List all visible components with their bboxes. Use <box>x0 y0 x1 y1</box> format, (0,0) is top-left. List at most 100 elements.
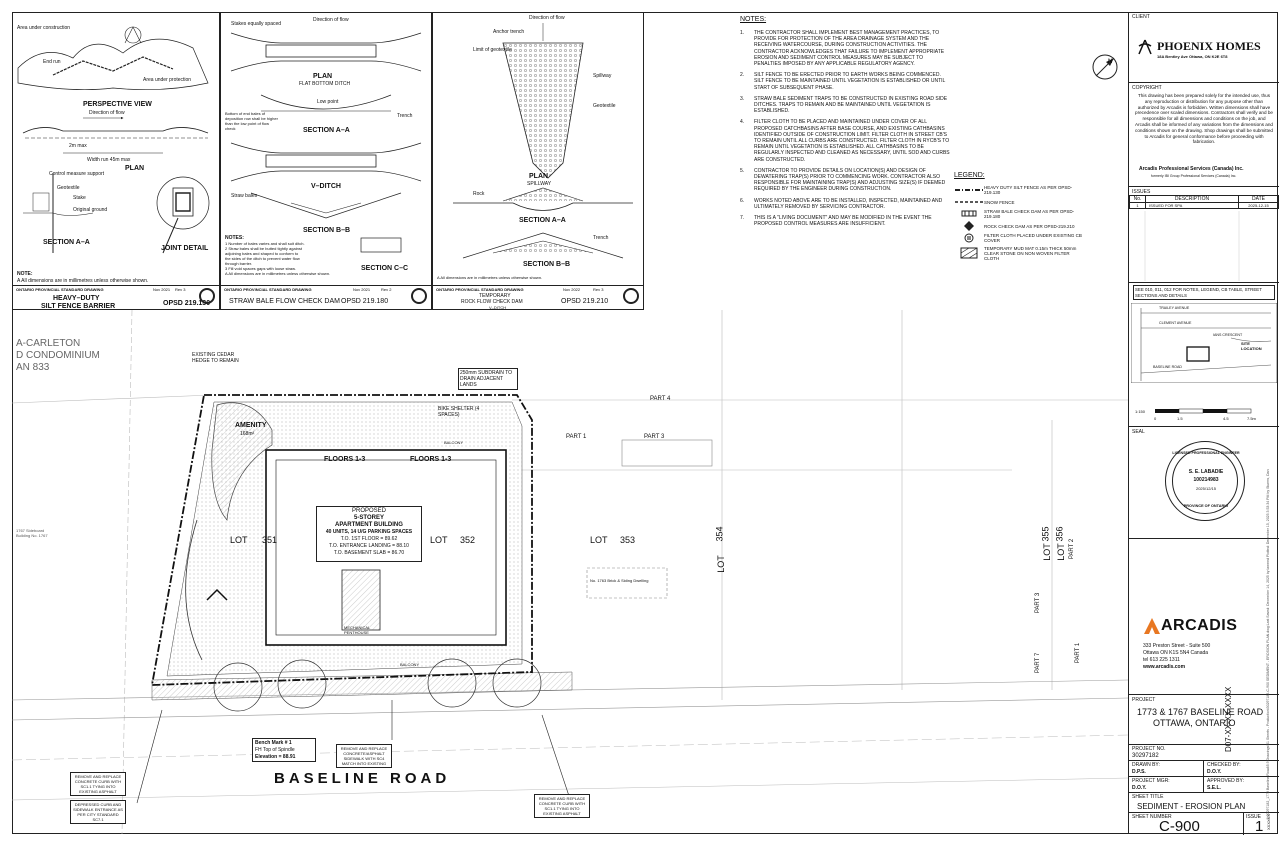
notes-title: NOTES: <box>740 16 767 23</box>
scale-ratio: 1:150 <box>1135 409 1146 414</box>
rock-code: OPSD 219.210 <box>561 298 609 305</box>
straw-note-2: 2 Straw bales shall be butted tightly ag… <box>225 246 302 251</box>
straw-note-7: A All dimensions are in millimetres unle… <box>225 271 331 276</box>
lot-number-356: 356 <box>1054 526 1065 542</box>
lot-label: LOT <box>1041 543 1052 561</box>
checked-by: D.O.Y. <box>1207 769 1222 775</box>
label-low-point: Low point <box>317 99 339 105</box>
rock-plan-title: PLAN <box>529 173 549 180</box>
arcadis-cell: ARCADIS 333 Preston Street - Suite 500 O… <box>1129 538 1279 694</box>
silt-fence-date: Nov 2021 <box>153 287 171 292</box>
detail-straw-bale: Stakes equally spaced Direction of flow … <box>220 12 432 310</box>
mud-mat-symbol-icon <box>954 247 984 259</box>
floors-right-label: FLOORS 1-3 <box>410 456 452 463</box>
legend-item: ROCK CHECK DAM AS PER OPSD-219.210 <box>954 220 1084 232</box>
label-bottom-end-bales: Bottom of end bales of deposition row sh… <box>225 111 278 131</box>
existing-hedge-label: EXISTING CEDAR HEDGE TO REMAIN <box>192 352 239 364</box>
issues-cell: ISSUES No. DESCRIPTION DATE 1 ISSUED FOR… <box>1129 186 1279 282</box>
straw-header: ONTARIO PROVINCIAL STANDARD DRAWING <box>224 287 312 292</box>
rock-header: ONTARIO PROVINCIAL STANDARD DRAWING <box>436 287 524 292</box>
scale-tick: 4.5 <box>1223 416 1229 421</box>
label-width-run: Width run 45m max <box>87 157 131 163</box>
part-label: PART 1 <box>566 434 587 440</box>
note-text: STRAW BALE SEDIMENT TRAPS TO BE CONSTRUC… <box>754 95 948 115</box>
amenity-title: AMENITY <box>235 422 267 429</box>
drawn-by-label: DRAWN BY: <box>1132 762 1160 768</box>
vertical-drawing-code: D07-XX-XX-XXXX <box>1224 686 1233 752</box>
label-stakes-spaced: Stakes equally spaced <box>231 21 282 27</box>
issues-label: ISSUES <box>1132 189 1151 195</box>
lot-number-352: 352 <box>460 535 476 545</box>
client-label: CLIENT <box>1132 14 1150 20</box>
adjacent-label-3: AN 833 <box>16 362 50 373</box>
note-text: FILTER CLOTH TO BE PLACED AND MAINTAINED… <box>754 119 950 163</box>
engineer-seal: LICENSED PROFESSIONAL ENGINEER S. E. LAB… <box>1165 441 1245 521</box>
legend-item: SNOW FENCE <box>954 196 1084 208</box>
road-name: BASELINE ROAD <box>274 770 451 787</box>
bike-shelter-label: BIKE SHELTER (4 SPACES) <box>438 406 480 418</box>
note-item: 7.THIS IS A "LIVING DOCUMENT" AND MAY BE… <box>740 215 950 227</box>
notes-section: NOTES: 1.THE CONTRACTOR SHALL IMPLEMENT … <box>740 16 950 232</box>
straw-notes: NOTES: 1 Number of bales varies and shal… <box>225 235 355 276</box>
key-plan-map <box>1131 303 1277 383</box>
note-text: THIS IS A "LIVING DOCUMENT" AND MAY BE M… <box>754 215 932 228</box>
part-label: PART 2 <box>1069 538 1076 560</box>
label-straw-bales: Straw bales <box>231 193 258 199</box>
legend-item: TEMPORARY MUD MAT 0.15m THICK 50mm CLEAR… <box>954 244 1084 262</box>
seal-line-5: PROVINCE OF ONTARIO <box>1183 504 1229 508</box>
callout-depressed-curb: DEPRESSED CURB AND SIDEWALK ENTRANCE AS … <box>70 800 126 824</box>
snow-fence-line-icon <box>954 199 984 205</box>
rock-rev: Rev 3 <box>593 287 604 292</box>
balcony-label-top: BALCONY <box>444 440 464 445</box>
lot-label: LOT <box>430 535 448 545</box>
sheet-title: SEDIMENT - EROSION PLAN <box>1137 802 1246 811</box>
opsd-logo-icon <box>623 288 639 304</box>
rock-date: Nov 2022 <box>563 287 581 292</box>
arcadis-logo-icon <box>1144 618 1160 634</box>
note-num: 4. <box>740 119 745 126</box>
key-street-4: BASELINE ROAD <box>1153 365 1182 369</box>
seal-line-4: 2025/12/15 <box>1195 486 1217 491</box>
north-arrow-icon: N <box>1092 54 1118 80</box>
note-num: 6. <box>740 197 745 204</box>
key-site-location: SITE LOCATION <box>1241 341 1262 351</box>
key-street-3: IANS CRESCENT <box>1213 333 1243 337</box>
rock-section-b: SECTION B–B <box>523 261 571 268</box>
building-line-7: T.O. BASEMENT SLAB = 86.70 <box>333 550 405 556</box>
table-row: 1 ISSUED FOR SPA 2025-12-15 <box>1129 202 1279 209</box>
part-label: PART 1 <box>1075 642 1082 664</box>
legend-text: ROCK CHECK DAM AS PER OPSD-219.210 <box>984 223 1075 229</box>
issues-header-date: DATE <box>1238 195 1279 203</box>
site-plan <box>12 310 1128 834</box>
mechanical-label: MECHANICAL PENTHOUSE <box>344 625 371 635</box>
building-label-box: PROPOSED 5-STOREY APARTMENT BUILDING 40 … <box>316 506 422 562</box>
file-path: J:\30297182_1773 Baseline Road\5.9 Drawi… <box>1266 469 1270 820</box>
rock-section-a: SECTION A–A <box>519 217 566 224</box>
seal-line-1: LICENSED PROFESSIONAL ENGINEER <box>1172 451 1240 455</box>
silt-fence-title-1: HEAVY–DUTY <box>53 295 100 302</box>
rock-title-2: ROCK FLOW CHECK DAM <box>461 299 523 305</box>
part-label: PART 4 <box>650 396 671 402</box>
company-sub: formerly IBI Group Professional Services… <box>1151 174 1237 178</box>
building-line-4: 40 UNITS, 14 U/G PARKING SPACES <box>325 529 413 535</box>
note-num: 2. <box>740 72 745 79</box>
detail-silt-fence: Area under construction Area under prote… <box>12 12 220 310</box>
seal-line-2: S. E. LABADIE <box>1188 469 1224 475</box>
straw-note-4: the sides of the ditch to prevent water … <box>225 256 300 261</box>
label-area-under-construction: Area under construction <box>17 25 71 31</box>
note-text: SILT FENCE TO BE ERECTED PRIOR TO EARTH … <box>754 72 946 91</box>
phoenix-logo-icon <box>1138 39 1152 55</box>
straw-plan-title: PLAN <box>313 73 333 80</box>
straw-note-3: adjoining bales and shaped to conform to <box>225 251 299 256</box>
note-item: 2. SILT FENCE TO BE ERECTED PRIOR TO EART… <box>740 72 950 91</box>
silt-fence-header: ONTARIO PROVINCIAL STANDARD DRAWING <box>16 287 104 292</box>
benchmark-line-2: FH Top of Spindle <box>255 747 295 753</box>
approved-label: APPROVED BY: <box>1207 778 1244 784</box>
rock-title-1: TEMPORARY <box>479 293 511 299</box>
sheet-title-cell: SHEET TITLE SEDIMENT - EROSION PLAN <box>1129 792 1279 812</box>
opsd-logo-icon <box>411 288 427 304</box>
rock-label-anchor: Anchor trench <box>493 29 525 35</box>
label-geotextile: Geotextile <box>57 185 80 191</box>
seal-cell: SEAL LICENSED PROFESSIONAL ENGINEER S. E… <box>1129 426 1279 538</box>
project-no-label: PROJECT NO. <box>1132 746 1166 752</box>
